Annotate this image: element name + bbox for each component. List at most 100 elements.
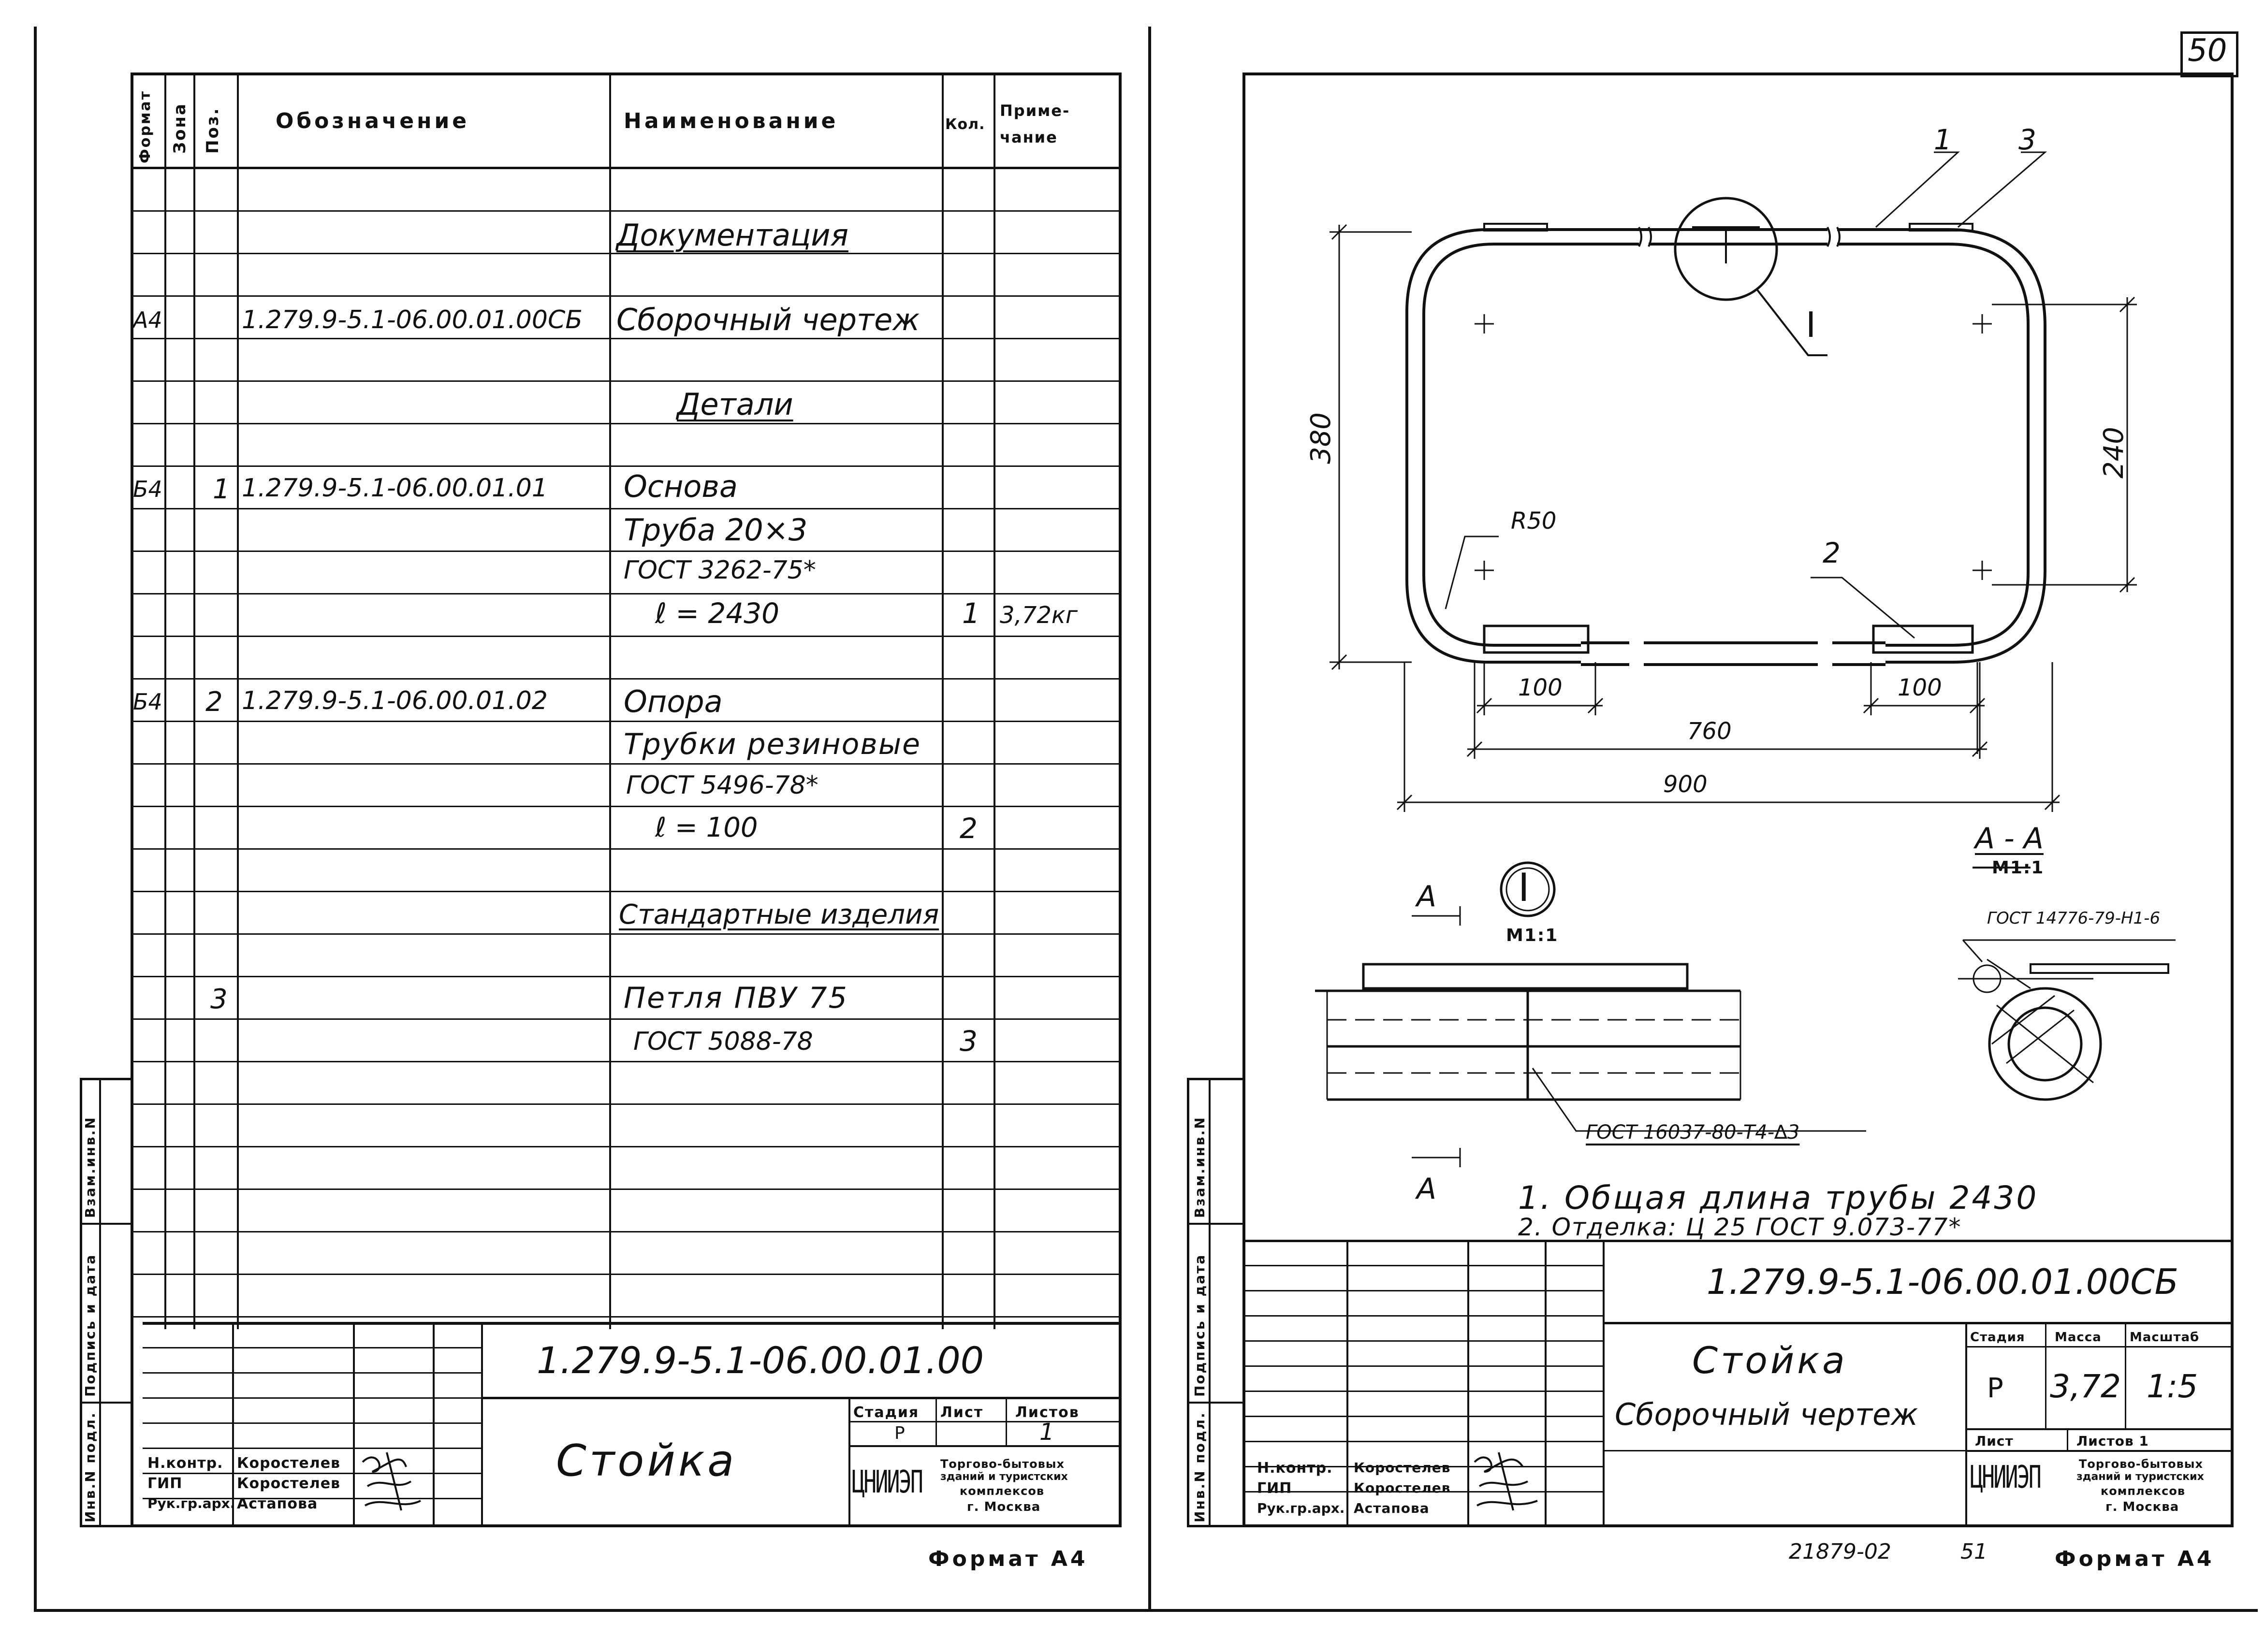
row-format: Б4 (133, 476, 162, 502)
hinge-right (1909, 223, 1973, 232)
tb-line (1965, 1450, 2234, 1452)
tb-col-line (353, 1322, 355, 1527)
dim-100-left: 100 (1518, 674, 1563, 701)
row-note: 3,72кг (1000, 602, 1078, 629)
callout-2: 2 (1823, 536, 1841, 569)
section-details: Детали (677, 387, 793, 422)
tb-col-line (481, 1322, 483, 1527)
archive-number: 21879-02 (1789, 1539, 1891, 1564)
weld-note-1: ГОСТ 14776-79-Н1-6 (1987, 909, 2161, 928)
tb-row-line (143, 1422, 481, 1424)
right-tb-sheets-label: Листов 1 (2076, 1433, 2149, 1449)
left-org-text: комплексов (960, 1484, 1045, 1498)
detail-mark: I (1806, 304, 1816, 345)
tb-col-line (1006, 1397, 1007, 1445)
tb-line (1242, 1240, 2234, 1242)
right-org-text: зданий и туристских (2076, 1471, 2204, 1483)
section-aa-circle (1988, 987, 2102, 1101)
tb-row-line (1242, 1265, 1603, 1266)
tb-row-line (1242, 1491, 1603, 1493)
spec-row-line (131, 551, 1122, 552)
row-designation: 1.279.9-5.1-06.00.01.00СБ (242, 305, 583, 334)
tb-col-line (1965, 1322, 1967, 1527)
spec-row-line (131, 423, 1122, 424)
spec-row-line (131, 976, 1122, 977)
spec-row-line (131, 253, 1122, 254)
right-tb-role: ГИП (1257, 1480, 1292, 1497)
spec-row-line (131, 380, 1122, 382)
tb-row-line (143, 1498, 481, 1499)
side-stamp-divider (1187, 1402, 1242, 1404)
left-org-text: зданий и туристских (940, 1471, 1068, 1483)
tb-row-line (1242, 1441, 1603, 1442)
drawing-note: 1. Общая длина трубы 2430 (1518, 1179, 2039, 1217)
spec-col-line (237, 72, 239, 1329)
spec-row-line (131, 1061, 1122, 1062)
right-tb-role: Рук.гр.арх. (1257, 1500, 1345, 1516)
spec-col-line (193, 72, 195, 1329)
tb-col-line (1545, 1240, 1547, 1527)
right-tb-title-1: Стойка (1692, 1339, 1848, 1382)
hinge-left (1483, 223, 1548, 232)
side-stamp-divider (1187, 1223, 1242, 1225)
tb-col-line (433, 1322, 435, 1527)
side-stamp-divider (1209, 1078, 1211, 1527)
left-tb-name: Коростелев (237, 1475, 341, 1492)
spec-col-line (609, 72, 611, 1329)
page-number-box (2180, 31, 2238, 77)
signature-mark (362, 1452, 421, 1511)
right-tb-mass-label: Масса (2055, 1330, 2102, 1345)
left-tb-role: Рук.гр.арх. (147, 1495, 235, 1511)
spec-col-line (942, 72, 944, 1329)
tb-row-line (1242, 1365, 1603, 1367)
spec-row-line (131, 1018, 1122, 1020)
row-name: ℓ = 100 (655, 812, 758, 843)
spec-col-line (164, 72, 166, 1329)
spec-row-line (131, 933, 1122, 935)
left-format-label: Формат А4 (928, 1547, 1088, 1571)
tb-row-line (1242, 1416, 1603, 1417)
row-qty: 1 (962, 597, 980, 630)
spec-header-line (131, 167, 1122, 169)
tb-col-line (2125, 1322, 2126, 1428)
section-arrow-label: А (1417, 880, 1437, 913)
right-tb-stage-label: Стадия (1970, 1330, 2025, 1345)
spec-row-line (131, 508, 1122, 509)
row-name: Трубки резиновые (624, 727, 921, 761)
spec-row-line (131, 210, 1122, 212)
row-format: Б4 (133, 689, 162, 715)
detail-scale: М1:1 (1506, 926, 1559, 945)
tb-col-line (232, 1322, 234, 1527)
tb-col-line (1346, 1240, 1348, 1527)
sheet-divider (1148, 27, 1151, 1612)
right-tb-code: 1.279.9-5.1-06.00.01.00СБ (1707, 1261, 2179, 1302)
left-tb-sheets: 1 (1039, 1419, 1054, 1446)
section-arrow-label: А (1417, 1172, 1437, 1206)
row-name: Петля ПВУ 75 (624, 981, 848, 1015)
right-tb-name: Коростелев (1354, 1480, 1451, 1496)
spec-col-line (994, 72, 995, 1329)
right-tb-scale-label: Масштаб (2130, 1330, 2200, 1345)
dim-760: 760 (1687, 718, 1732, 745)
row-name: ГОСТ 5496-78* (626, 771, 818, 800)
spec-row-line (131, 763, 1122, 765)
row-pos: 2 (205, 686, 223, 718)
right-org-logo: ЦНИИЭП (1970, 1460, 2042, 1495)
spec-row-line (131, 636, 1122, 637)
row-designation: 1.279.9-5.1-06.00.01.01 (242, 474, 548, 503)
side-stamp-left (80, 1078, 133, 1527)
tb-line (1603, 1450, 1965, 1451)
col-qty-header: Кол. (945, 116, 985, 133)
row-name: Опора (624, 684, 723, 719)
side-stamp-divider (80, 1402, 133, 1404)
section-scale: М1:1 (1992, 858, 2045, 878)
row-designation: 1.279.9-5.1-06.00.01.02 (242, 686, 548, 715)
row-name: Основа (624, 469, 738, 504)
row-format: А4 (133, 307, 162, 333)
drawing-note: 2. Отделка: Ц 25 ГОСТ 9.073-77* (1518, 1213, 1962, 1241)
right-org-text: комплексов (2101, 1484, 2186, 1498)
right-tb-stage: Р (1987, 1373, 2003, 1404)
col-note-header-1: Приме- (1000, 101, 1070, 120)
spec-row-line (131, 891, 1122, 892)
